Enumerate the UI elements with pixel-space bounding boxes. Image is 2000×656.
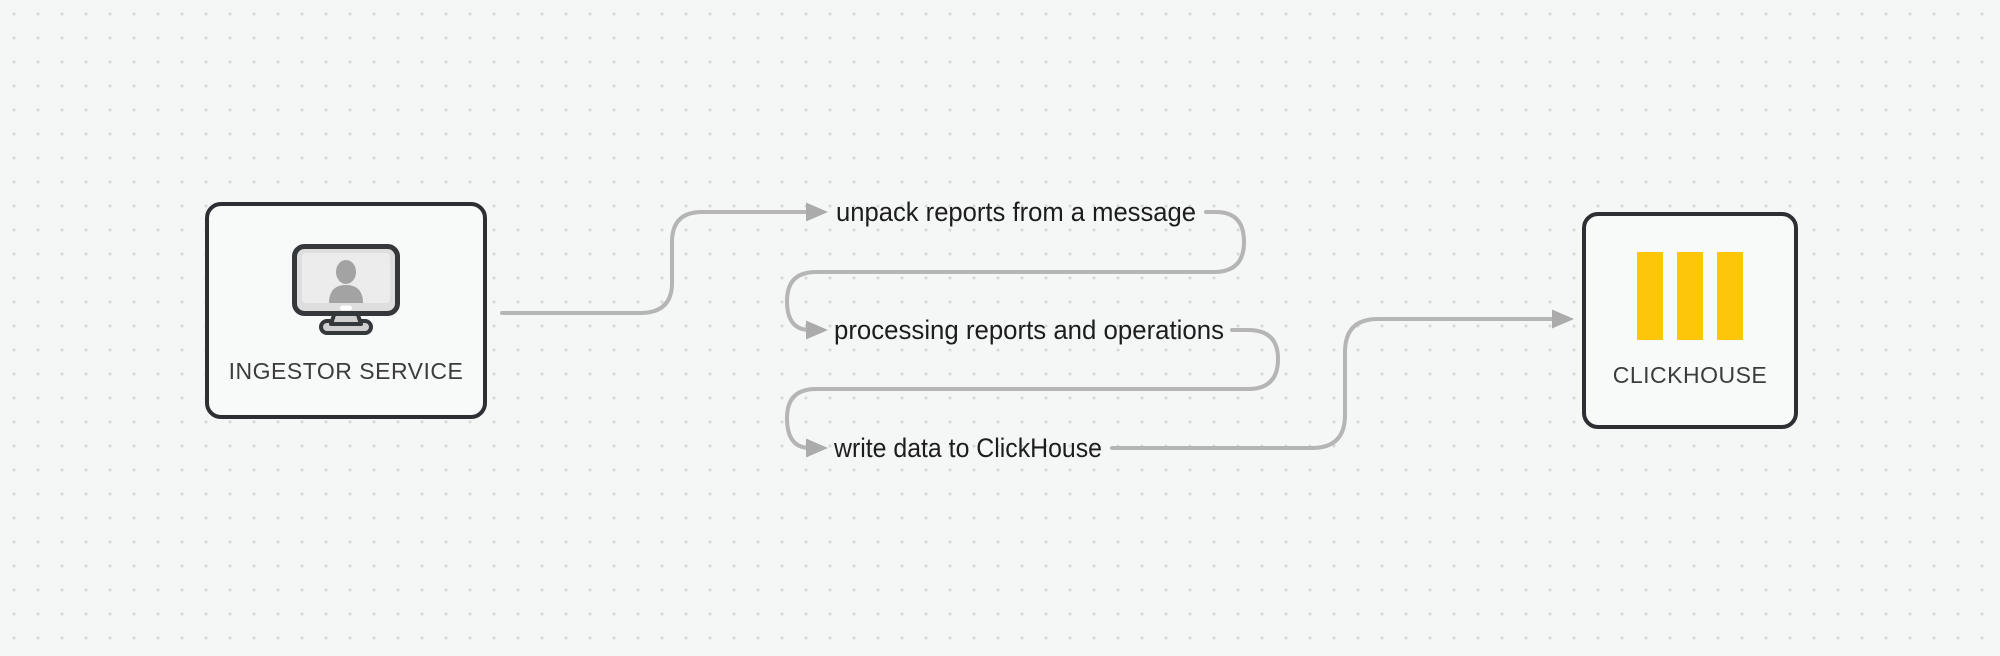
clickhouse-bar xyxy=(1637,252,1663,340)
node-label-clickhouse: CLICKHOUSE xyxy=(1612,362,1768,388)
connector-step1-to-step2 xyxy=(785,210,1246,332)
node-label-ingestor-service: INGESTOR SERVICE xyxy=(228,358,464,384)
monitor-user-icon xyxy=(292,244,400,335)
arrowhead-icon xyxy=(1552,309,1574,329)
clickhouse-bar xyxy=(1677,252,1703,340)
node-ingestor-service[interactable]: INGESTOR SERVICE xyxy=(205,202,487,419)
connector-step2-to-step3 xyxy=(785,328,1280,450)
node-clickhouse[interactable]: CLICKHOUSE xyxy=(1582,212,1798,429)
arrowhead-icon xyxy=(806,438,828,458)
clickhouse-logo-icon xyxy=(1637,252,1743,340)
connector-step3-to-clickhouse xyxy=(1110,317,1556,450)
clickhouse-bar xyxy=(1717,252,1743,340)
connector-ingestor-to-step1 xyxy=(500,210,810,315)
arrowhead-icon xyxy=(806,320,828,340)
step-label-2[interactable]: processing reports and operations xyxy=(834,315,1224,345)
step-label-3[interactable]: write data to ClickHouse xyxy=(833,433,1102,463)
step-label-1[interactable]: unpack reports from a message xyxy=(836,197,1196,227)
arrowhead-icon xyxy=(806,202,828,222)
